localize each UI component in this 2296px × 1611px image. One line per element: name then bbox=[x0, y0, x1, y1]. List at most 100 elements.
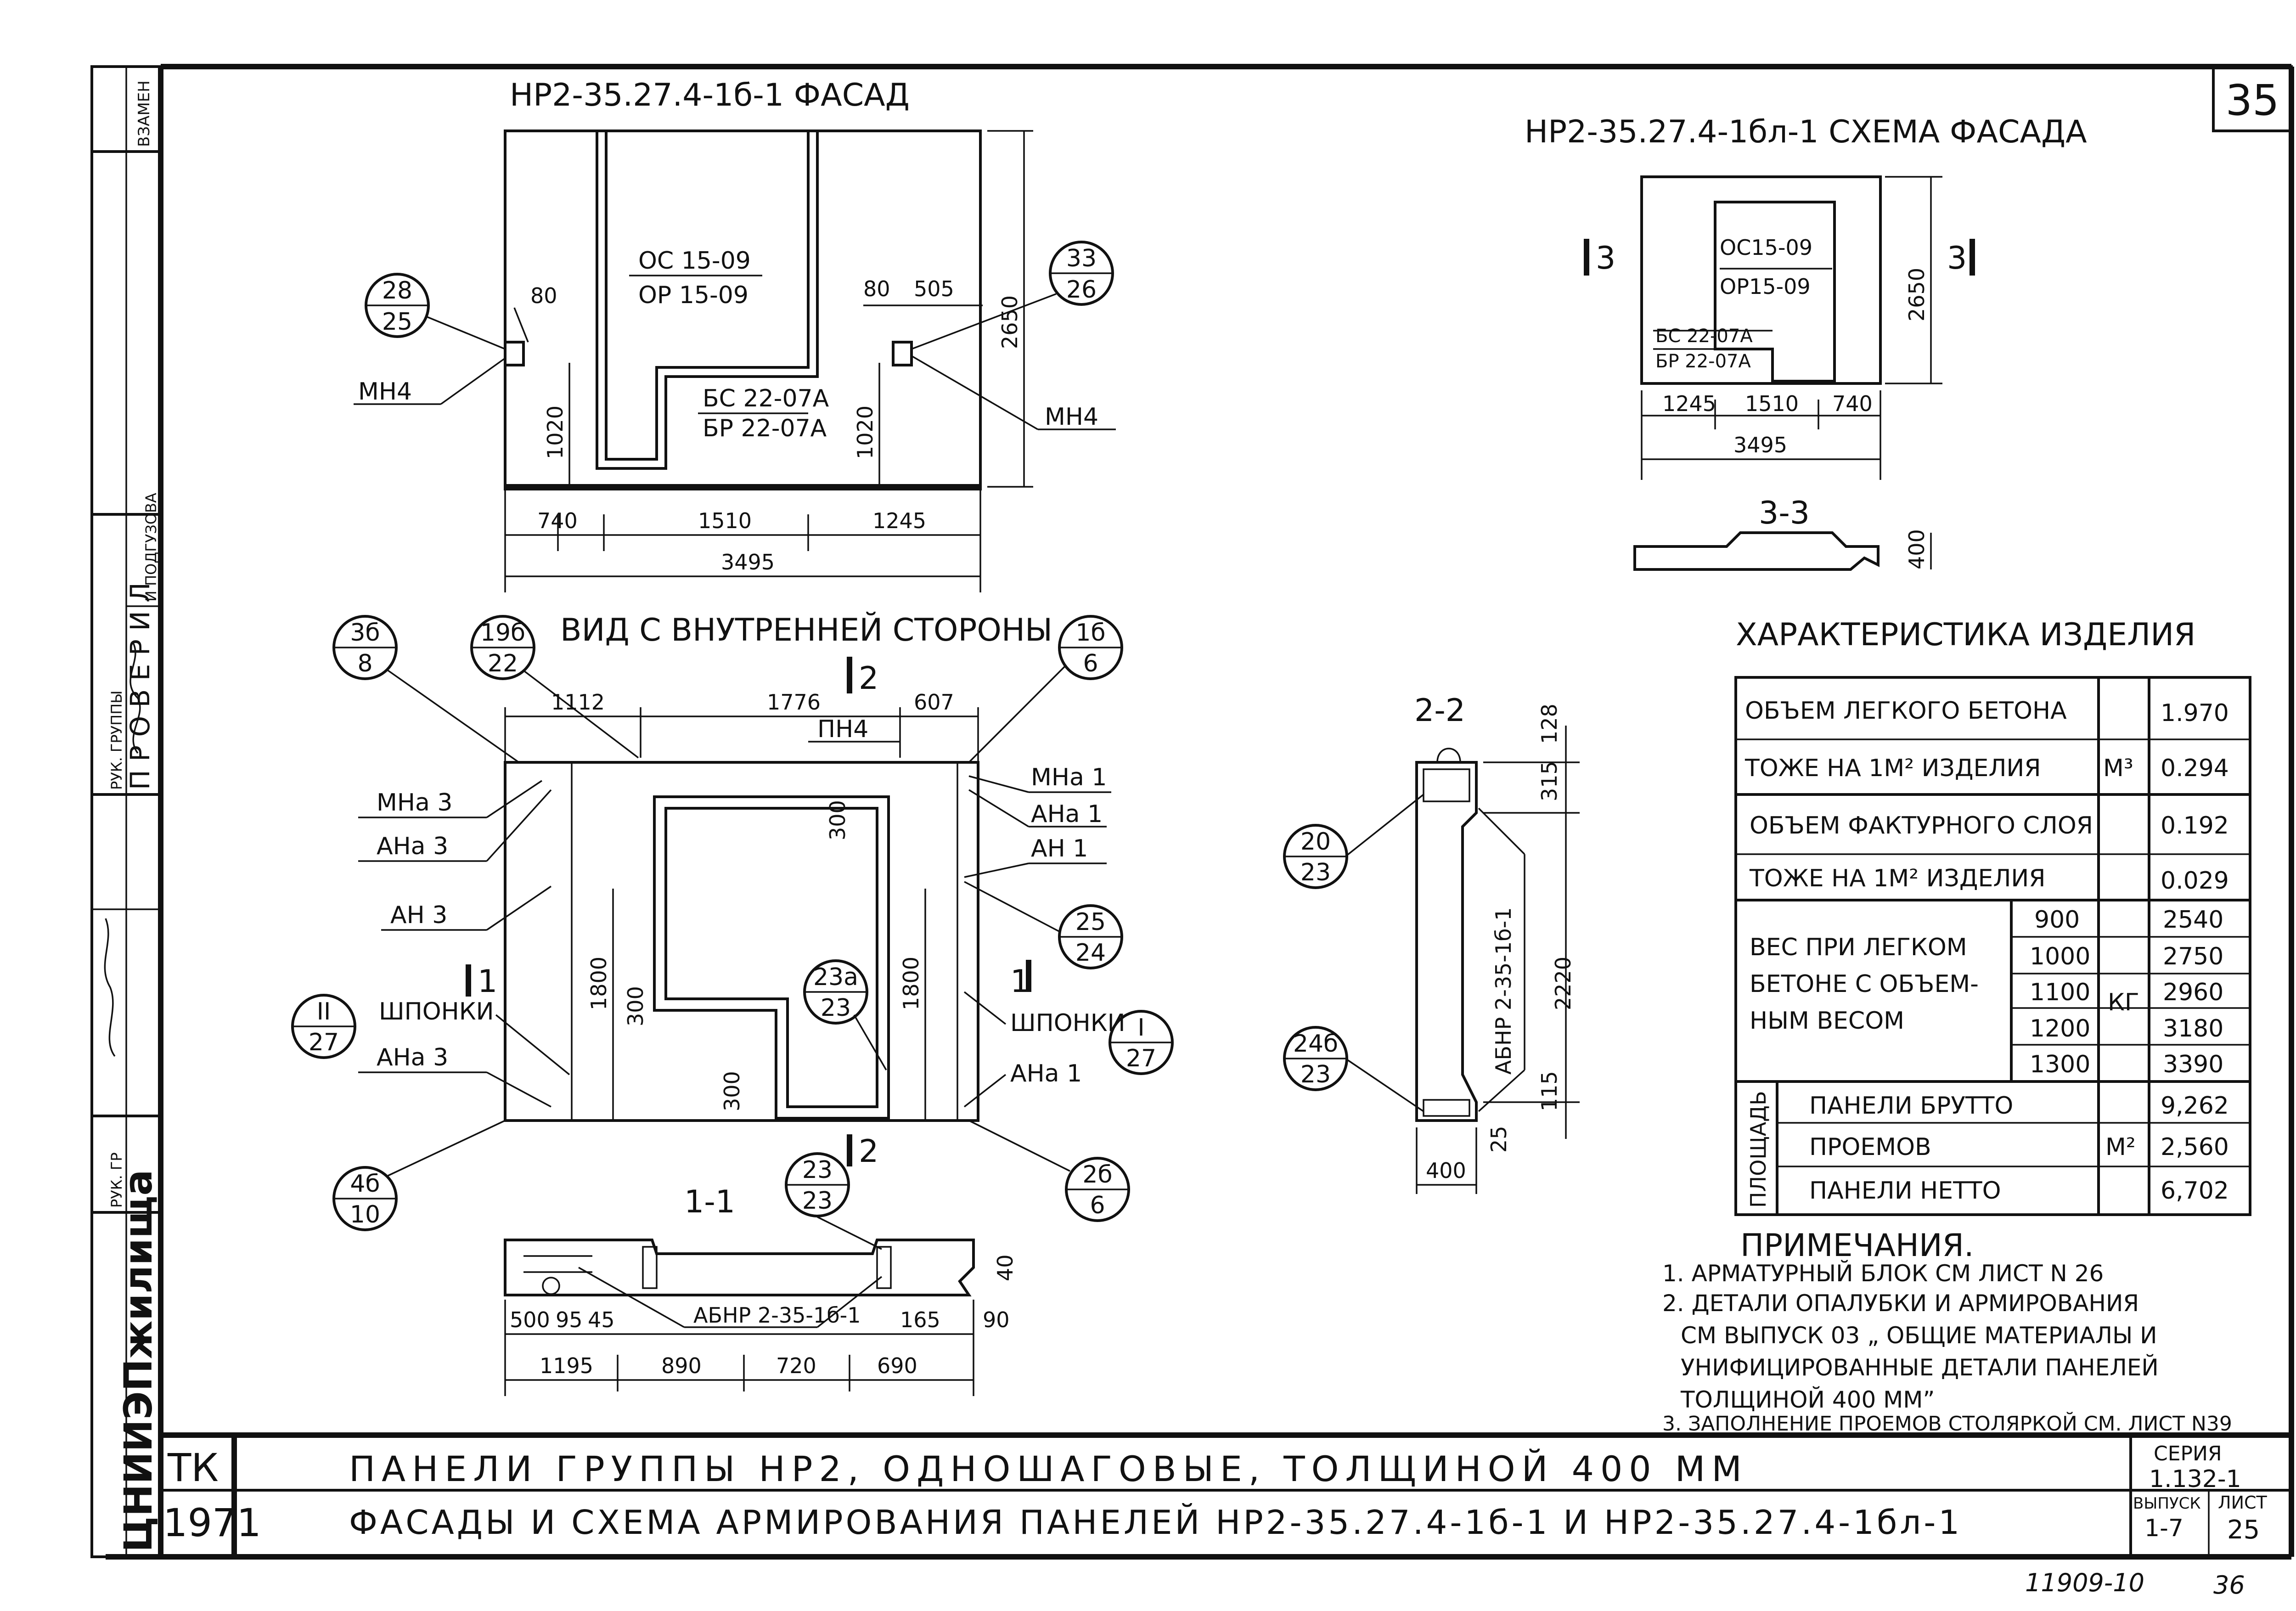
callout-bottom-text: 23 bbox=[802, 1187, 833, 1215]
callout-II-27: II 27 bbox=[291, 994, 356, 1059]
area-row-label: ПАНЕЛИ НЕТТО bbox=[1809, 1177, 2001, 1205]
tb-line2: ФАСАДЫ И СХЕМА АРМИРОВАНИЯ ПАНЕЛЕЙ НР2-3… bbox=[349, 1503, 1962, 1542]
dim-740: 740 bbox=[1832, 391, 1873, 416]
dim-25: 25 bbox=[1486, 1126, 1511, 1153]
callout-24b-23: 24б 23 bbox=[1283, 1026, 1424, 1112]
scheme-view: НР2-35.27.4-1бл-1 СХЕМА ФАСАДА ОС15-09 О… bbox=[1525, 114, 2087, 571]
facade-view: НР2-35.27.4-1б-1 ФАСАД ОС 15-09 ОР 15-09… bbox=[354, 77, 1116, 592]
callout-23a-23: 23а 23 bbox=[803, 959, 887, 1070]
section-2-top: 2 bbox=[859, 660, 878, 697]
dim-300: 300 bbox=[825, 800, 850, 840]
weight-label-line: НЫМ ВЕСОМ bbox=[1750, 1007, 1904, 1035]
note-line: 1. АРМАТУРНЫЙ БЛОК СМ ЛИСТ N 26 bbox=[1662, 1260, 2104, 1287]
label-ah1: АН 1 bbox=[1031, 835, 1088, 862]
dim-1800: 1800 bbox=[586, 957, 611, 1010]
label-pn4: ПН4 bbox=[817, 715, 868, 743]
row-label: ОБЪЕМ ЛЕГКОГО БЕТОНА bbox=[1745, 697, 2067, 725]
callout-top-text: II bbox=[317, 998, 331, 1025]
weight-value: 3390 bbox=[2163, 1051, 2223, 1078]
density: 1200 bbox=[2030, 1015, 2090, 1042]
dim-1510: 1510 bbox=[698, 508, 752, 533]
row-value: 0.294 bbox=[2161, 755, 2229, 782]
callout-I-27: I 27 bbox=[1109, 1010, 1174, 1075]
bottom-numbers: 11909-10 bbox=[2025, 1568, 2144, 1597]
section-1-right: 1 bbox=[1010, 963, 1030, 1000]
label-mna3: МНа 3 bbox=[377, 789, 452, 817]
dim-690: 690 bbox=[877, 1353, 917, 1378]
callout-top-text: 19б bbox=[480, 619, 525, 647]
scheme-title: НР2-35.27.4-1бл-1 СХЕМА ФАСАДА bbox=[1525, 114, 2087, 150]
callout-top-text: 20 bbox=[1300, 828, 1331, 856]
note-line: ТОЛЩИНОЙ 400 ММ” bbox=[1680, 1386, 1935, 1413]
dim-1510: 1510 bbox=[1745, 391, 1799, 416]
callout-bottom-text: 6 bbox=[1083, 650, 1098, 677]
facade-window-top: ОС 15-09 bbox=[638, 247, 751, 275]
callout-top-text: 4б bbox=[350, 1170, 380, 1198]
density: 1300 bbox=[2030, 1051, 2090, 1078]
section-2-2: 2-2 АБНР 2-35-1б-1 128 315 2220 115 25 4… bbox=[1283, 693, 1580, 1194]
tb-seriya-value: 1.132-1 bbox=[2149, 1465, 2241, 1493]
callout-bottom-text: 23 bbox=[821, 994, 851, 1022]
callout-bottom-text: 24 bbox=[1075, 939, 1106, 967]
row-label: ТОЖЕ НА 1М² ИЗДЕЛИЯ bbox=[1749, 865, 2045, 892]
callout-bottom-text: 6 bbox=[1090, 1192, 1105, 1219]
weight-value: 3180 bbox=[2163, 1015, 2223, 1042]
dim-315: 315 bbox=[1537, 761, 1562, 801]
stamp-institute: ЦНИИЭПжилища bbox=[116, 1170, 161, 1552]
dim-1112: 1112 bbox=[551, 690, 605, 715]
section22-title: 2-2 bbox=[1414, 693, 1465, 729]
callout-top-text: 25 bbox=[1075, 908, 1106, 936]
density: 900 bbox=[2034, 906, 2080, 934]
callout-25-24: 25 24 bbox=[964, 881, 1123, 969]
callout-2b-6: 2б 6 bbox=[968, 1120, 1130, 1222]
scheme-section-left: 3 bbox=[1596, 240, 1615, 276]
stamp-vzamen: ВЗАМЕН bbox=[135, 80, 153, 147]
stamp-ruk-gruppy: РУК. ГРУППЫ bbox=[108, 690, 125, 790]
callout-4b-10: 4б 10 bbox=[332, 1120, 506, 1231]
facade-door-top: БС 22-07А bbox=[703, 385, 829, 412]
dim-607: 607 bbox=[914, 690, 954, 715]
callout-top-text: 23а bbox=[813, 963, 858, 991]
dim-2650: 2650 bbox=[997, 295, 1022, 349]
label-ana1-top: АНа 1 bbox=[1031, 800, 1103, 828]
bottom-page: 36 bbox=[2213, 1571, 2245, 1600]
dim-400: 400 bbox=[1904, 529, 1929, 569]
weight-label-line: БЕТОНЕ С ОБЪЕМ- bbox=[1750, 970, 1979, 998]
callout-28-25 bbox=[365, 273, 430, 338]
dim-1800: 1800 bbox=[899, 957, 923, 1010]
area-row-label: ПАНЕЛИ БРУТТО bbox=[1809, 1092, 2013, 1120]
dim-300: 300 bbox=[623, 986, 648, 1026]
tb-vypusk-value: 1-7 bbox=[2144, 1515, 2183, 1542]
area-label: ПЛОЩАДЬ bbox=[1746, 1091, 1771, 1208]
callout-bottom-text: 27 bbox=[309, 1029, 339, 1056]
area-row-value: 6,702 bbox=[2161, 1177, 2229, 1205]
density: 1000 bbox=[2030, 943, 2090, 970]
callout-bottom-text: 10 bbox=[350, 1201, 380, 1228]
callout-3b-8: 3б 8 bbox=[332, 615, 520, 763]
tb-line1: ПАНЕЛИ ГРУППЫ НР2, ОДНОШАГОВЫЕ, ТОЛЩИНОЙ… bbox=[349, 1448, 1748, 1489]
row-value: 0.029 bbox=[2161, 867, 2229, 895]
label-ah3: АН 3 bbox=[390, 901, 447, 929]
area-row-label: ПРОЕМОВ bbox=[1809, 1133, 1931, 1161]
area-row-value: 9,262 bbox=[2161, 1092, 2229, 1120]
side-stamp: ВЗАМЕН П Р О В Е Р И Л РУК. ГРУППЫ И ПОД… bbox=[90, 65, 162, 1558]
dim-3495: 3495 bbox=[721, 550, 775, 575]
section22-label: АБНР 2-35-1б-1 bbox=[1491, 907, 1516, 1075]
callout-top-text: 24б bbox=[1293, 1030, 1338, 1058]
note-line: 3. ЗАПОЛНЕНИЕ ПРОЕМОВ СТОЛЯРКОЙ СМ. ЛИСТ… bbox=[1662, 1411, 2232, 1436]
mh4-left-label: МН4 bbox=[358, 378, 412, 406]
facade-door-bottom: БР 22-07А bbox=[703, 415, 827, 442]
tb-list-label: ЛИСТ bbox=[2218, 1493, 2268, 1513]
facade-title: НР2-35.27.4-1б-1 ФАСАД bbox=[510, 77, 910, 113]
stamp-ruk-gr: РУК. ГР bbox=[108, 1152, 125, 1208]
dim-1245: 1245 bbox=[872, 508, 926, 533]
dim-115: 115 bbox=[1537, 1071, 1562, 1111]
callout-bottom-text: 25 bbox=[382, 308, 412, 336]
callout-bottom-text: 8 bbox=[357, 650, 372, 677]
mh4-right-label: МН4 bbox=[1045, 403, 1098, 431]
tb-seriya-label: СЕРИЯ bbox=[2154, 1442, 2222, 1465]
dim-90: 90 bbox=[983, 1307, 1010, 1332]
dim-1020: 1020 bbox=[543, 406, 568, 459]
unit-kg: КГ bbox=[2108, 989, 2139, 1016]
dim-505: 505 bbox=[914, 276, 954, 301]
